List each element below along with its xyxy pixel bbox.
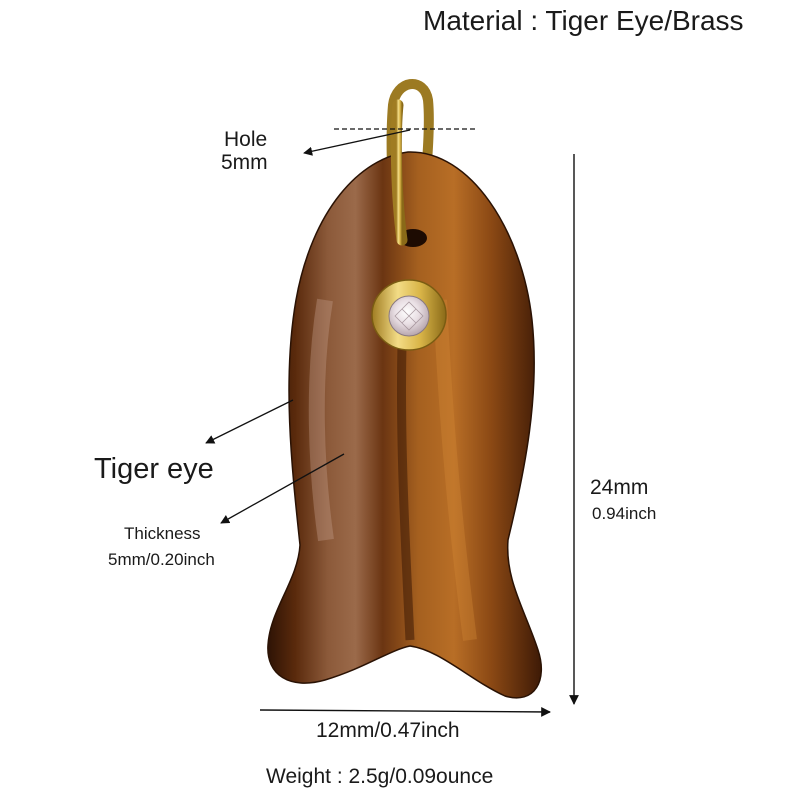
stone-label: Tiger eye	[94, 453, 214, 485]
stone-band-dark	[396, 344, 415, 641]
crystal-facets	[394, 301, 424, 331]
hole-title: Hole	[224, 128, 268, 151]
hole-value: 5mm	[221, 151, 268, 174]
weight-label: Weight : 2.5g/0.09ounce	[266, 765, 494, 788]
length-imperial: 0.94inch	[592, 504, 657, 523]
stone-highlight	[308, 298, 334, 542]
material-label: Material : Tiger Eye/Brass	[423, 5, 744, 36]
hole-pointer-arrow	[303, 129, 411, 156]
thickness-pointer-arrow	[220, 453, 345, 524]
length-metric: 24mm	[590, 476, 649, 499]
width-label: 12mm/0.47inch	[316, 719, 460, 742]
width-dimension-arrow	[259, 707, 551, 717]
thickness-title: Thickness	[124, 524, 201, 543]
thickness-value: 5mm/0.20inch	[108, 550, 215, 569]
tiger-eye-pointer-arrow	[205, 399, 294, 444]
bail-loop-icon	[390, 99, 408, 246]
stone-band-light	[433, 299, 477, 641]
